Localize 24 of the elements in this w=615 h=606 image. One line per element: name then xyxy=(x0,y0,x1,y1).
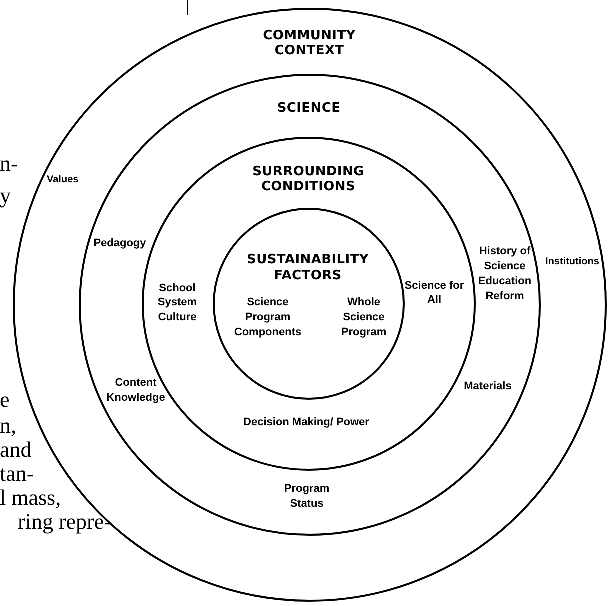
factor-label: Program Status xyxy=(283,482,331,512)
ring-heading: SURROUNDING CONDITIONS xyxy=(252,164,366,196)
factor-label: Content Knowledge xyxy=(106,376,166,406)
body-text-fragment: n, xyxy=(0,415,16,437)
factor-label: School System Culture xyxy=(156,281,198,326)
factor-label: Whole Science Program xyxy=(340,296,388,340)
factor-label: Pedagogy xyxy=(92,236,148,252)
factor-label: Values xyxy=(47,172,78,186)
factor-label: Institutions xyxy=(544,254,600,268)
ring-heading: SUSTAINABILITY FACTORS xyxy=(246,252,370,284)
ring-heading: COMMUNITY CONTEXT xyxy=(262,28,357,60)
factor-label: Science for All xyxy=(404,278,466,308)
factor-label: History of Science Education Reform xyxy=(477,244,533,304)
factor-label: Decision Making/ Power xyxy=(242,415,370,430)
body-text-fragment: y xyxy=(0,185,11,207)
body-text-fragment: ring repre- xyxy=(18,511,112,533)
factor-label: Science Program Components xyxy=(233,296,303,340)
body-text-fragment: and xyxy=(0,439,32,461)
factor-label: Materials xyxy=(463,380,513,394)
body-text-fragment: tan- xyxy=(0,463,34,485)
body-text-fragment: n- xyxy=(0,153,18,175)
body-text-fragment: e xyxy=(0,389,10,411)
body-text-fragment: l mass, xyxy=(0,487,62,509)
ring-heading: SCIENCE xyxy=(276,101,342,117)
